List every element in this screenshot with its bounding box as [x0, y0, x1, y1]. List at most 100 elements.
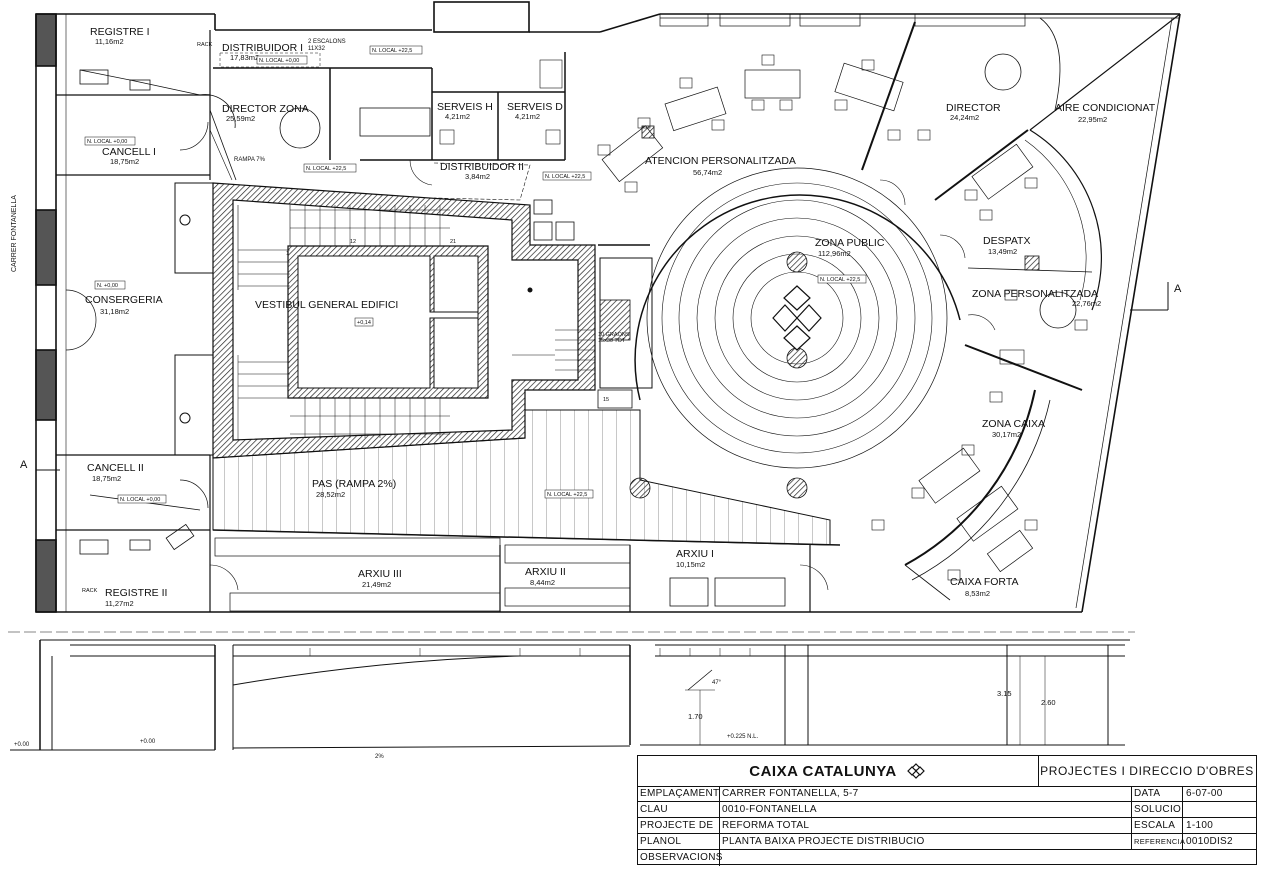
- section-level-0: +0.00: [14, 742, 30, 748]
- company-cell: CAIXA CATALUNYA: [638, 756, 1039, 786]
- room-registre-2-area: 11,27m2: [105, 599, 134, 608]
- room-registre-1-name: REGISTRE I: [90, 26, 150, 38]
- room-cancell-2-area: 18,75m2: [92, 474, 121, 483]
- plan-annotations: RAMPA 7% 2 ESCALONS 11X32 N. LOCAL +0,00…: [82, 39, 867, 594]
- title-row-observacions: OBSERVACIONS: [638, 850, 1256, 866]
- level-box-7: N. LOCAL +22,5: [820, 277, 860, 283]
- stair-num-12: 12: [350, 239, 356, 245]
- room-serveis-h-name: SERVEIS H: [437, 101, 493, 113]
- row-value2: 0010DIS2: [1186, 836, 1233, 847]
- street-label: CARRER FONTANELLA: [11, 195, 18, 272]
- row-key: CLAU: [638, 802, 720, 817]
- room-atencion-name: ATENCION PERSONALITZADA: [645, 155, 796, 167]
- room-labels: REGISTRE I 11,16m2 DISTRIBUIDOR I 17,83m…: [85, 26, 1156, 608]
- room-caixa-forta-name: CAIXA FORTA: [950, 576, 1018, 588]
- room-serveis-d-name: SERVEIS D: [507, 101, 563, 113]
- room-vestibul-name: VESTIBUL GENERAL EDIFICI: [255, 299, 398, 311]
- archive-rooms: [209, 537, 829, 612]
- room-zona-caixa-name: ZONA CAIXA: [982, 418, 1045, 430]
- company-name: CAIXA CATALUNYA: [749, 762, 897, 780]
- title-block: CAIXA CATALUNYA PROJECTES I DIRECCIO D'O…: [637, 755, 1257, 866]
- vestibule-block: [212, 182, 596, 459]
- level-box-5: N. LOCAL +0,00: [87, 139, 127, 145]
- top-middle-rooms: [209, 52, 566, 201]
- room-distribuidor-1-name: DISTRIBUIDOR I: [222, 42, 303, 54]
- section-level-0b: +0.00: [140, 739, 156, 745]
- room-despatx-name: DESPATX: [983, 235, 1030, 247]
- right-offices: [597, 13, 1181, 601]
- room-arxiu-1-area: 10,15m2: [676, 560, 705, 569]
- section-angle: 47°: [712, 680, 722, 686]
- room-director-zona-name: DIRECTOR ZONA: [222, 103, 309, 115]
- row-value2: [1186, 802, 1256, 817]
- room-arxiu-2-name: ARXIU II: [525, 566, 566, 578]
- room-distribuidor-1-area: 17,83m2: [230, 53, 259, 62]
- small-stair-label: 10 GRAONS: [598, 332, 630, 338]
- room-consergeria-area: 31,18m2: [100, 307, 129, 316]
- level-box-6: N. +0,00: [97, 283, 118, 289]
- escalons-label: 2 ESCALONS: [308, 39, 346, 45]
- section-h-260: 2.60: [1041, 698, 1056, 707]
- room-cancell-2-name: CANCELL II: [87, 462, 144, 474]
- level-box-2: N. LOCAL +22,5: [372, 48, 412, 54]
- rack-label-1: RACK: [197, 42, 213, 48]
- row-key: OBSERVACIONS: [638, 850, 722, 866]
- title-row-planol: PLANOL PLANTA BAIXA PROJECTE DISTRIBUCIO…: [638, 834, 1256, 850]
- stair-num-15: 15: [603, 397, 609, 403]
- room-zona-public-area: 112,96m2: [818, 249, 851, 258]
- room-cancell-1-area: 18,75m2: [110, 157, 139, 166]
- section-marks: [36, 282, 1169, 471]
- caixa-logo-emblem: [772, 285, 822, 351]
- room-aire-name: AIRE CONDICIONAT: [1055, 102, 1156, 114]
- title-row-projecte: PROJECTE DE REFORMA TOTAL ESCALA 1-100: [638, 818, 1256, 834]
- small-stair-dim: 15x30 TOT: [598, 338, 626, 344]
- row-value2: 6-07-00: [1186, 788, 1223, 799]
- row-value: REFORMA TOTAL: [722, 820, 810, 831]
- room-zona-caixa-area: 30,17m2: [992, 430, 1021, 439]
- section-mark-a-left: A: [20, 459, 28, 471]
- row-value: [722, 850, 1132, 866]
- section-mark-a-right: A: [1174, 283, 1182, 295]
- level-box-3: N. LOCAL +22,5: [306, 166, 346, 172]
- room-aire-area: 22,95m2: [1078, 115, 1107, 124]
- top-windows: [659, 13, 1026, 27]
- room-caixa-forta-area: 8,53m2: [965, 589, 990, 598]
- room-distribuidor-2-name: DISTRIBUIDOR II: [440, 161, 524, 173]
- room-despatx-area: 13,49m2: [988, 247, 1017, 256]
- structural-walls-left: [174, 182, 214, 456]
- vestibul-level: +0,14: [357, 320, 371, 326]
- room-serveis-h-area: 4,21m2: [445, 112, 470, 121]
- room-arxiu-3-name: ARXIU III: [358, 568, 402, 580]
- row-value2: 1-100: [1186, 820, 1214, 831]
- section-h-170: 1.70: [688, 712, 703, 721]
- row-value: CARRER FONTANELLA, 5-7: [722, 788, 859, 799]
- row-key: PROJECTE DE: [638, 818, 720, 833]
- section-labels: +0.00 +0.00 +0.225 N.L. 2% 47° 1.70 3.15…: [14, 680, 1056, 760]
- room-distribuidor-2-area: 3,84m2: [465, 172, 490, 181]
- room-pas-name: PAS (RAMPA 2%): [312, 478, 396, 490]
- room-arxiu-1-name: ARXIU I: [676, 548, 714, 560]
- room-atencion-area: 56,74m2: [693, 168, 722, 177]
- row-key: EMPLAÇAMENT: [640, 786, 720, 801]
- stair-num-1: 1: [286, 251, 289, 257]
- room-director-zona-area: 25,59m2: [226, 114, 255, 123]
- room-cancell-1-name: CANCELL I: [102, 146, 156, 158]
- rampa-label: RAMPA 7%: [234, 157, 266, 163]
- room-arxiu-3-area: 21,49m2: [362, 580, 391, 589]
- title-block-header: CAIXA CATALUNYA PROJECTES I DIRECCIO D'O…: [638, 756, 1256, 787]
- row-value: 0010-FONTANELLA: [722, 804, 817, 815]
- escalons-dim: 11X32: [308, 46, 326, 52]
- room-zona-personalitzada-area: 22,76m2: [1072, 299, 1101, 308]
- section-level-225: +0.225 N.L.: [727, 734, 759, 740]
- zona-public-circles: [629, 167, 961, 499]
- row-key2: DATA: [1131, 786, 1183, 801]
- stair-num-21: 21: [450, 239, 456, 245]
- row-key2: ESCALA: [1131, 818, 1183, 833]
- room-zona-public-name: ZONA PUBLIC: [815, 237, 885, 249]
- row-key: PLANOL: [638, 834, 720, 849]
- room-zona-personalitzada-name: ZONA PERSONALITZADA: [972, 288, 1098, 300]
- level-box-8: N. LOCAL +22,5: [547, 492, 587, 498]
- room-director-name: DIRECTOR: [946, 102, 1001, 114]
- room-director-area: 24,24m2: [950, 113, 979, 122]
